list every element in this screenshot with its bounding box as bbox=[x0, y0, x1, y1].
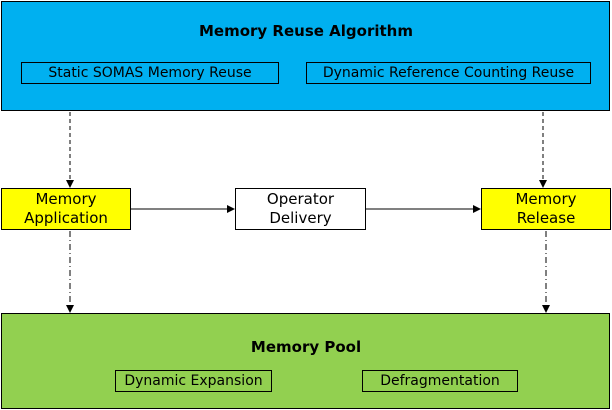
dynamic-reference-counting-box: Dynamic Reference Counting Reuse bbox=[306, 62, 591, 84]
memory-pool-box bbox=[1, 313, 610, 409]
memory-pool-title: Memory Pool bbox=[250, 338, 362, 356]
memory-application-node: Memory Application bbox=[1, 188, 131, 230]
defragmentation-box: Defragmentation bbox=[362, 370, 518, 392]
dynamic-expansion-box: Dynamic Expansion bbox=[115, 370, 272, 392]
memory-release-label: Memory Release bbox=[515, 190, 577, 227]
memory-release-node: Memory Release bbox=[481, 188, 611, 230]
memory-application-label: Memory Application bbox=[24, 190, 108, 227]
static-somas-reuse-box: Static SOMAS Memory Reuse bbox=[21, 62, 279, 84]
memory-reuse-algorithm-box bbox=[1, 1, 610, 111]
operator-delivery-node: Operator Delivery bbox=[235, 188, 366, 230]
operator-delivery-label: Operator Delivery bbox=[266, 190, 335, 227]
memory-reuse-algorithm-title: Memory Reuse Algorithm bbox=[199, 22, 413, 40]
